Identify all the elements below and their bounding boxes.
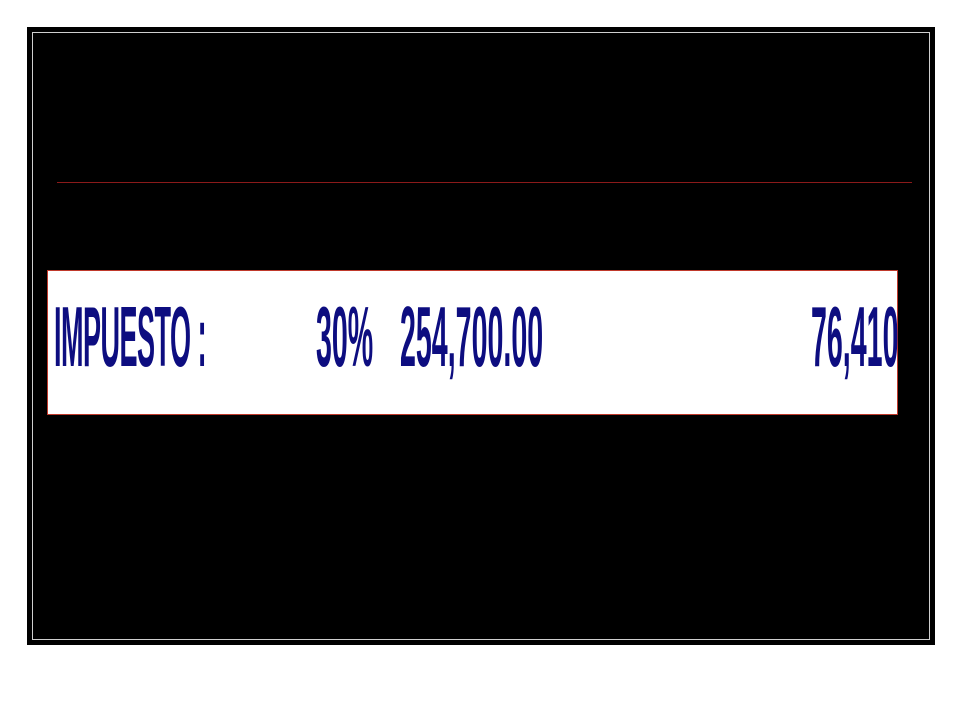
tax-rate: 30% <box>316 290 374 386</box>
title-divider-line <box>57 182 912 183</box>
slide: IMPUESTO : 30% 254,700.00 76,410 <box>27 27 935 645</box>
taxable-base-amount: 254,700.00 <box>400 290 544 386</box>
tax-result-amount: 76,410 <box>811 290 899 386</box>
slide-frame <box>32 32 930 640</box>
tax-label: IMPUESTO : <box>54 290 207 386</box>
tax-calculation-box: IMPUESTO : 30% 254,700.00 76,410 <box>47 270 898 415</box>
